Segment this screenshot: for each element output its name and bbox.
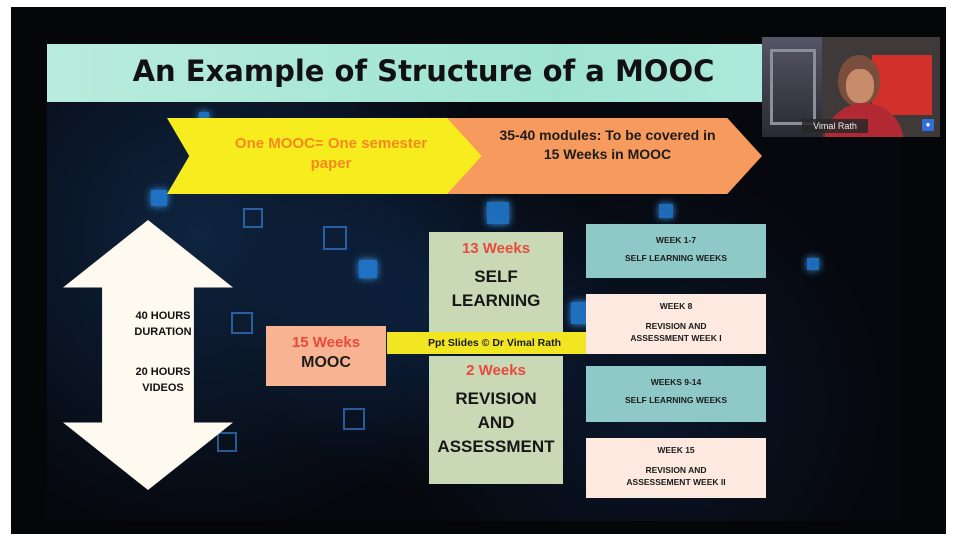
presentation-slide: An Example of Structure of a MOOC One MO… xyxy=(47,44,900,521)
revision-box: 2 Weeks REVISION AND ASSESSMENT xyxy=(429,356,563,484)
week-box-8: WEEK 8 REVISION AND ASSESSMENT WEEK I xyxy=(586,294,766,354)
week-subtitle-2: ASSESSMENT WEEK I xyxy=(630,333,722,343)
self-learning-weeks: 13 Weeks xyxy=(461,240,531,257)
banner-one-mooc: One MOOC= One semester paper xyxy=(167,118,485,194)
decorative-square xyxy=(343,408,365,430)
banner-modules: 35-40 modules: To be covered in 15 Weeks… xyxy=(447,118,762,194)
revision-line2: AND xyxy=(477,413,515,432)
self-learning-box: 13 Weeks SELF LEARNING xyxy=(429,232,563,332)
week-box-15: WEEK 15 REVISION AND ASSESSEMENT WEEK II xyxy=(586,438,766,498)
shelf-icon xyxy=(770,49,816,125)
copyright-credit: Ppt Slides © Dr Vimal Rath xyxy=(387,332,602,354)
videos-line2: VIDEOS xyxy=(142,382,184,394)
revision-weeks: 2 Weeks xyxy=(466,362,526,379)
video-backdrop-red xyxy=(872,55,932,115)
video-background xyxy=(762,37,822,137)
week-title: WEEK 8 xyxy=(659,301,693,311)
decorative-square xyxy=(199,112,209,122)
decorative-square xyxy=(217,432,237,452)
decorative-square xyxy=(487,202,509,224)
week-title: WEEK 1-7 xyxy=(655,235,697,245)
banner-one-mooc-text: One MOOC= One semester paper xyxy=(234,135,428,172)
banner-modules-text: 35-40 modules: To be covered in 15 Weeks… xyxy=(499,127,716,162)
videos-line1: 20 HOURS xyxy=(135,366,191,378)
week-subtitle-2: ASSESSEMENT WEEK II xyxy=(626,477,726,487)
week-subtitle: SELF LEARNING WEEKS xyxy=(624,253,727,263)
duration-label: 40 HOURS DURATION xyxy=(113,308,213,340)
week-box-9-14: WEEKS 9-14 SELF LEARNING WEEKS xyxy=(586,366,766,422)
decorative-square xyxy=(323,226,347,250)
week-subtitle: REVISION AND xyxy=(645,321,707,331)
double-arrow-shape: 40 HOURS DURATION 20 HOURS VIDEOS xyxy=(63,220,233,490)
decorative-square xyxy=(243,208,263,228)
presenter-face xyxy=(846,69,874,103)
week-box-1-7: WEEK 1-7 SELF LEARNING WEEKS xyxy=(586,224,766,278)
duration-line1: 40 HOURS xyxy=(135,310,191,322)
revision-line1: REVISION xyxy=(455,389,537,408)
mooc-label: MOOC xyxy=(301,354,351,371)
presenter-video-thumbnail[interactable]: Vimal Rath ● xyxy=(762,37,940,137)
mic-icon[interactable]: ● xyxy=(922,119,934,131)
self-learning-line2: LEARNING xyxy=(451,291,541,310)
decorative-square xyxy=(807,258,819,270)
videos-label: 20 HOURS VIDEOS xyxy=(113,364,213,396)
week-title: WEEK 15 xyxy=(657,445,695,455)
week-subtitle: REVISION AND xyxy=(645,465,707,475)
slide-title: An Example of Structure of a MOOC xyxy=(132,54,715,88)
week-title: WEEKS 9-14 xyxy=(650,377,702,387)
duration-line2: DURATION xyxy=(134,326,192,338)
decorative-square xyxy=(359,260,377,278)
mooc-weeks: 15 Weeks xyxy=(291,334,361,351)
decorative-square xyxy=(151,190,167,206)
presenter-name-tag: Vimal Rath xyxy=(802,119,868,133)
mooc-box: 15 Weeks MOOC xyxy=(266,326,386,386)
week-subtitle: SELF LEARNING WEEKS xyxy=(624,395,727,405)
self-learning-line1: SELF xyxy=(474,267,518,286)
revision-line3: ASSESSMENT xyxy=(437,437,555,456)
decorative-square xyxy=(659,204,673,218)
decorative-square xyxy=(231,312,253,334)
slide-title-bar: An Example of Structure of a MOOC xyxy=(47,44,900,102)
